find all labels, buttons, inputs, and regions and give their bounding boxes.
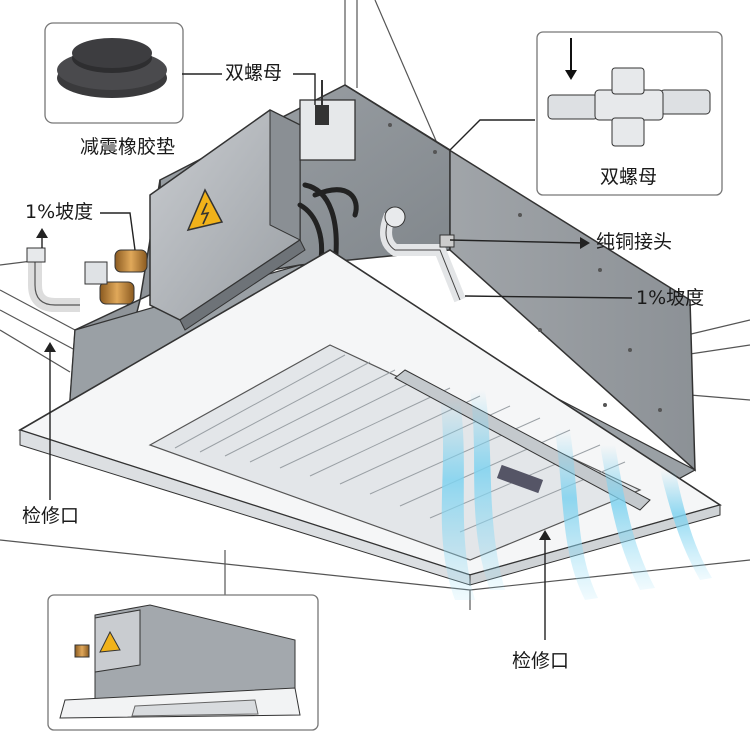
ceiling-panel bbox=[18, 249, 722, 586]
label-slope-right: 1%坡度 bbox=[636, 287, 705, 309]
leader-arrowheads bbox=[36, 228, 590, 540]
electrical-control-box bbox=[149, 109, 306, 331]
inset-rubber-pad bbox=[44, 22, 184, 124]
label-slope-left: 1%坡度 bbox=[25, 201, 94, 223]
leader-lines bbox=[41, 73, 633, 640]
airflow bbox=[440, 390, 712, 600]
slope-left-arrow-icon bbox=[36, 228, 48, 238]
left-pipe-fittings bbox=[26, 247, 148, 312]
inset-double-nut bbox=[536, 31, 723, 196]
inset-unit-overview bbox=[47, 594, 319, 731]
hanger-bracket bbox=[299, 80, 356, 161]
right-pipe bbox=[380, 206, 466, 303]
label-rubber-pad: 减震橡胶垫 bbox=[80, 136, 176, 158]
warning-icon bbox=[186, 188, 224, 232]
label-access-left: 检修口 bbox=[22, 505, 80, 527]
label-access-bottom: 检修口 bbox=[512, 650, 570, 672]
label-double-nut-top: 双螺母 bbox=[225, 62, 283, 84]
label-copper-joint: 纯铜接头 bbox=[596, 231, 673, 253]
label-double-nut-inset: 双螺母 bbox=[600, 166, 658, 188]
